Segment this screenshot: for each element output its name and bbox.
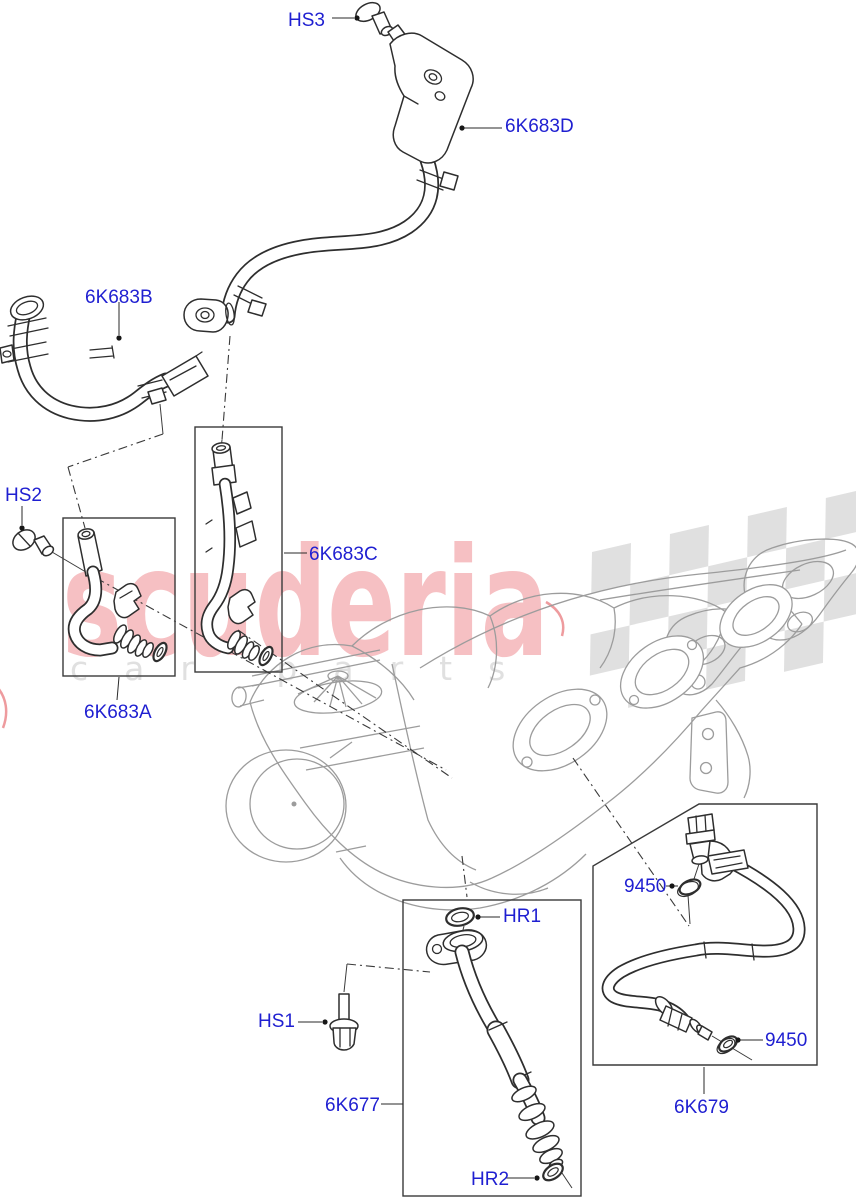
box-6k677 <box>402 899 582 1197</box>
part-label-9450-lower[interactable]: 9450 <box>765 1030 808 1051</box>
watermark-brand: scuderia <box>62 517 549 691</box>
tube-6k677-graphic <box>425 907 573 1189</box>
part-label-6k683a[interactable]: 6K683A <box>84 702 152 723</box>
tube-6k683a-graphic <box>67 528 168 663</box>
label-leader-lines <box>19 15 763 1181</box>
tube-6k679-graphic <box>601 813 806 1061</box>
part-label-6k679[interactable]: 6K679 <box>674 1097 729 1118</box>
bolt-hs2-graphic <box>12 529 55 557</box>
box-6k683c <box>194 426 283 673</box>
watermark-swoosh-right <box>545 600 565 637</box>
part-label-6k683d[interactable]: 6K683D <box>505 116 574 137</box>
part-label-hs3[interactable]: HS3 <box>288 10 325 31</box>
bolt-hs1-graphic <box>329 993 359 1051</box>
part-label-hr2[interactable]: HR2 <box>471 1169 510 1190</box>
tube-6k683c-graphic <box>200 442 274 667</box>
box-6k679 <box>592 803 818 1066</box>
part-label-hs1[interactable]: HS1 <box>258 1011 295 1032</box>
part-label-6k683c[interactable]: 6K683C <box>309 544 378 565</box>
part-boxes <box>62 426 818 1197</box>
assembly-axis-lines <box>51 33 690 993</box>
hose-6k683d-graphic <box>183 24 474 333</box>
part-label-6k677[interactable]: 6K677 <box>325 1095 380 1116</box>
watermark-swoosh-left <box>0 688 8 729</box>
part-label-6k683b[interactable]: 6K683B <box>85 287 153 308</box>
box-6k683a <box>62 517 176 677</box>
hose-6k683b-graphic <box>0 295 209 422</box>
part-label-hr1[interactable]: HR1 <box>503 906 542 927</box>
part-label-hs2[interactable]: HS2 <box>5 485 42 506</box>
engine-manifold-sketch <box>225 538 856 911</box>
part-label-9450-upper[interactable]: 9450 <box>624 876 667 897</box>
